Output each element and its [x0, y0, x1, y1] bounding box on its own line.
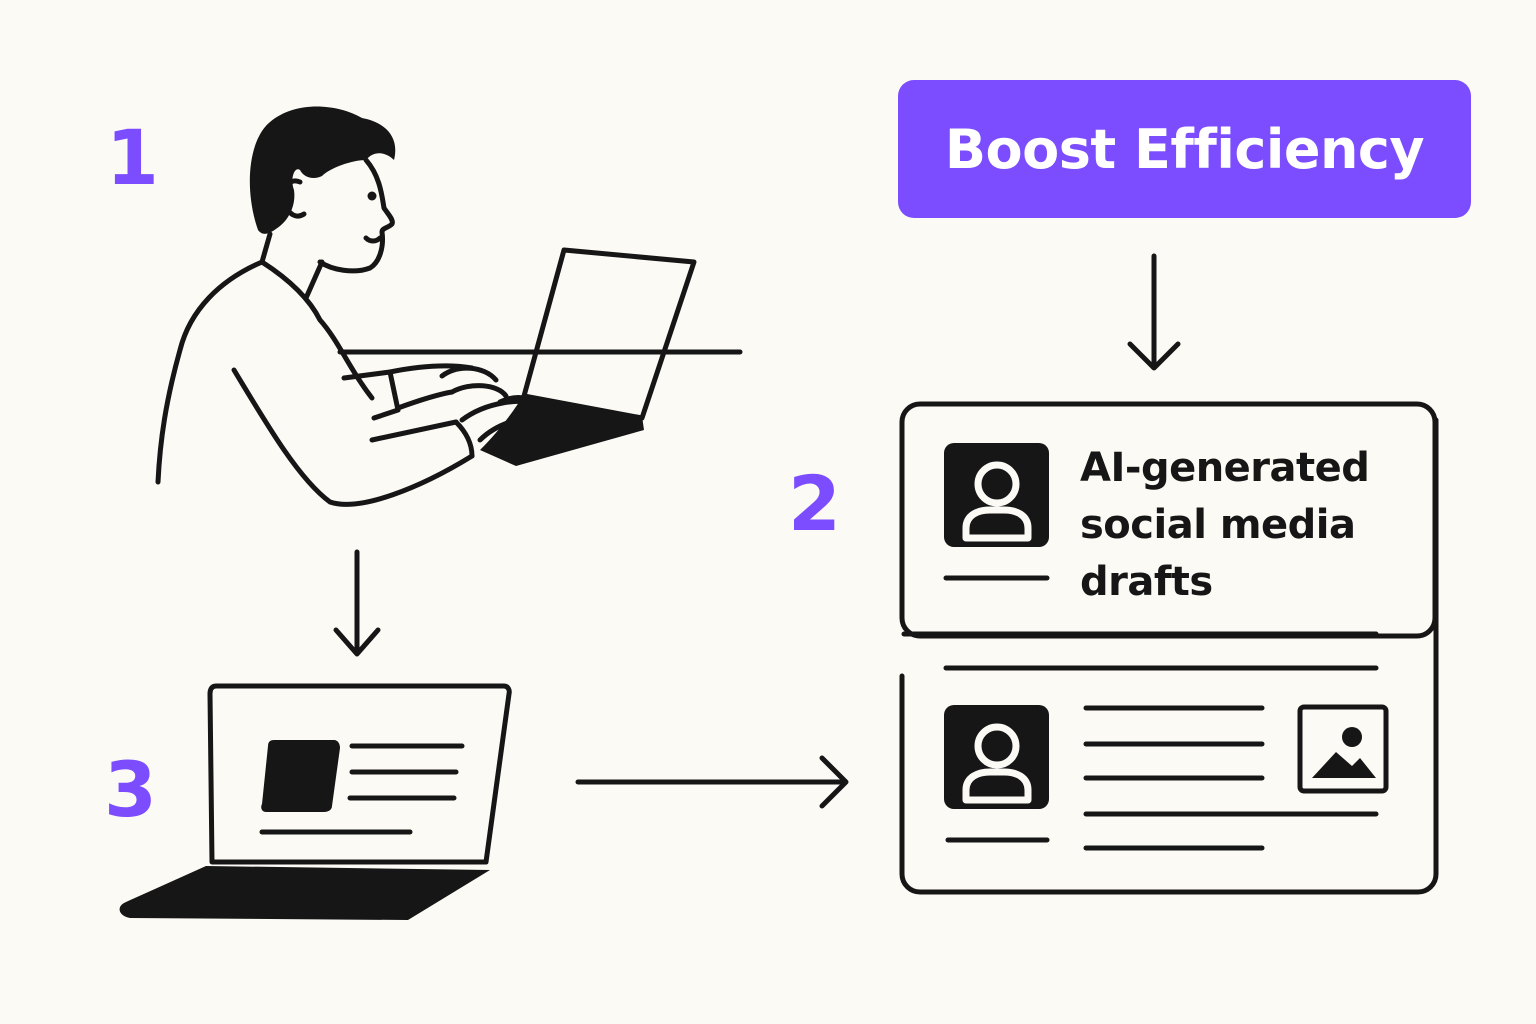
card-caption-line: drafts [1080, 559, 1213, 605]
boost-efficiency-banner: Boost Efficiency [898, 80, 1471, 218]
arrow-down-icon [333, 549, 381, 657]
person-at-laptop-icon [155, 106, 743, 507]
social-post-cards-icon [899, 401, 1439, 895]
step-number-1: 1 [106, 113, 159, 202]
laptop-draft-icon [119, 683, 512, 920]
arrow-down-icon [1127, 253, 1181, 371]
image-placeholder-icon [1297, 704, 1389, 794]
arrow-right-icon [575, 755, 849, 809]
avatar-icon [944, 705, 1049, 809]
avatar-icon [944, 443, 1049, 547]
card-caption-line: social media [1080, 502, 1356, 548]
card-caption: AI-generated social media drafts [1080, 440, 1400, 611]
step-number-3: 3 [104, 745, 157, 834]
card-caption-line: AI-generated [1080, 445, 1370, 491]
step-number-2: 2 [788, 459, 841, 548]
